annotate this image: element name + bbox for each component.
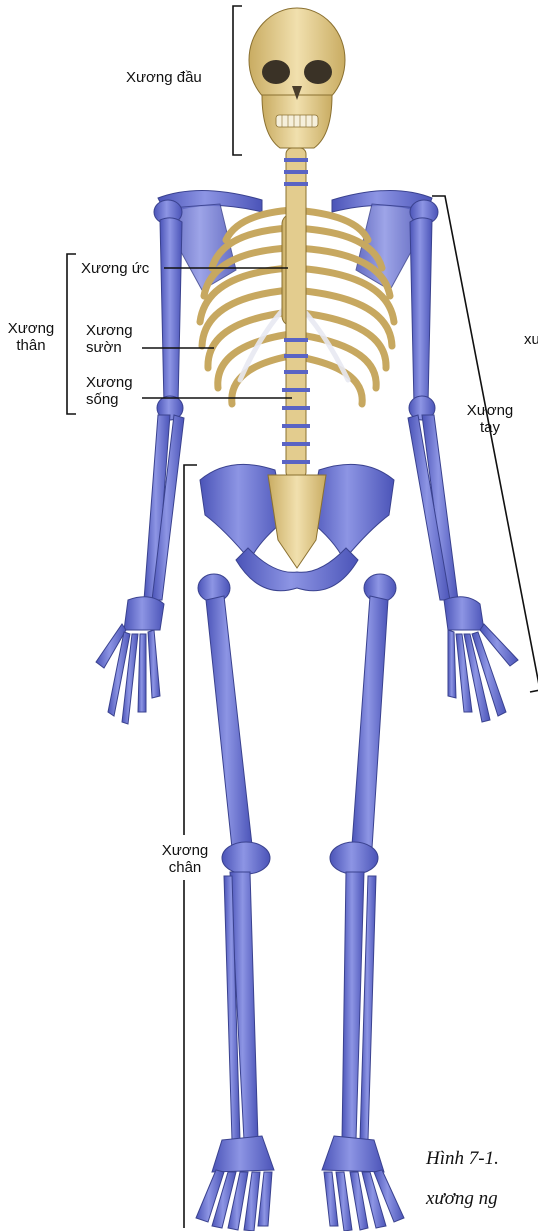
left-leg bbox=[196, 574, 274, 1231]
ribs-label-line1: Xương bbox=[86, 322, 133, 339]
leg-label-line1: Xương bbox=[156, 842, 214, 859]
head-label: Xương đầu bbox=[126, 69, 202, 86]
leg-label-line2: chân bbox=[156, 859, 214, 876]
arm-label-line2: tay bbox=[462, 419, 518, 436]
trunk-bracket bbox=[67, 254, 76, 414]
trunk-label-line2: thân bbox=[2, 337, 60, 354]
ribs-label-line2: sườn bbox=[86, 339, 133, 356]
spine-label: Xương sống bbox=[86, 374, 133, 408]
spine-label-line2: sống bbox=[86, 391, 133, 408]
trunk-label-line1: Xương bbox=[2, 320, 60, 337]
skull bbox=[249, 8, 345, 148]
left-arm bbox=[96, 218, 184, 724]
leg-label: Xương chân bbox=[156, 842, 214, 876]
leg-bracket bbox=[184, 465, 197, 835]
spine-label-line1: Xương bbox=[86, 374, 133, 391]
arm-label: Xương tay bbox=[462, 402, 518, 436]
figure-caption-line2: xương ng bbox=[426, 1188, 498, 1210]
head-bracket bbox=[233, 6, 242, 155]
ribs-label: Xương sườn bbox=[86, 322, 133, 356]
figure-caption-line1: Hình 7-1. bbox=[426, 1148, 499, 1170]
trunk-label: Xương thân bbox=[2, 320, 60, 354]
arm-label-line1: Xương bbox=[462, 402, 518, 419]
sternum-label: Xương ức bbox=[81, 260, 149, 277]
spine bbox=[282, 148, 310, 478]
pelvis bbox=[200, 464, 394, 590]
cut-off-label: xư bbox=[524, 331, 538, 348]
right-leg bbox=[322, 574, 404, 1231]
